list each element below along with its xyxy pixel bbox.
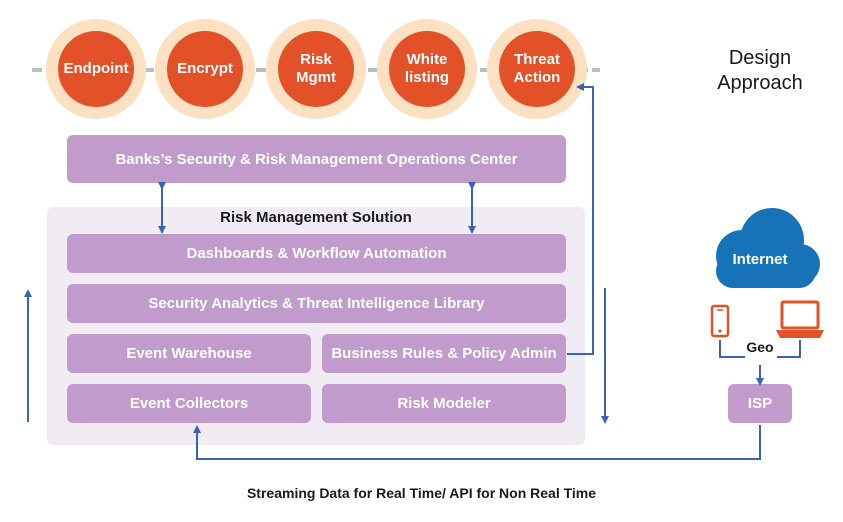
threat-action-arrow: [567, 83, 594, 355]
circle-encrypt-label: Encrypt: [167, 31, 243, 107]
design-approach-title: Design Approach: [717, 47, 803, 94]
laptop-icon: [776, 300, 824, 338]
circle-encrypt: Encrypt: [155, 19, 255, 119]
circle-threat-action-label: Threat Action: [499, 31, 575, 107]
caption: Streaming Data for Real Time/ API for No…: [246, 485, 597, 501]
circle-endpoint: Endpoint: [46, 19, 146, 119]
mobile-phone-icon: [710, 304, 730, 338]
circle-risk-mgmt-label: Risk Mgmt: [278, 31, 354, 107]
risk-management-solution-title: Risk Management Solution: [220, 209, 412, 226]
business-rules-bar: Business Rules & Policy Admin: [322, 334, 566, 373]
analytics-bar: Security Analytics & Threat Intelligence…: [67, 284, 566, 323]
circle-whitelisting-label: White listing: [389, 31, 465, 107]
circle-threat-action: Threat Action: [487, 19, 587, 119]
event-collectors-bar: Event Collectors: [67, 384, 311, 423]
geo-label: Geo: [746, 339, 774, 355]
risk-modeler-bar: Risk Modeler: [322, 384, 566, 423]
event-warehouse-bar: Event Warehouse: [67, 334, 311, 373]
isp-box: ISP: [728, 384, 792, 423]
cloud-icon: [716, 208, 820, 288]
dashboards-bar: Dashboards & Workflow Automation: [67, 234, 566, 273]
ops-center-bar: Banks’s Security & Risk Management Opera…: [67, 135, 566, 183]
circle-whitelisting: White listing: [377, 19, 477, 119]
circle-endpoint-label: Endpoint: [58, 31, 134, 107]
ops-panel-arrows: [158, 182, 476, 234]
isp-to-collectors-arrow: [193, 425, 761, 460]
internet-label: Internet: [732, 251, 788, 268]
geo-connector: [719, 340, 801, 386]
circle-risk-mgmt: Risk Mgmt: [266, 19, 366, 119]
